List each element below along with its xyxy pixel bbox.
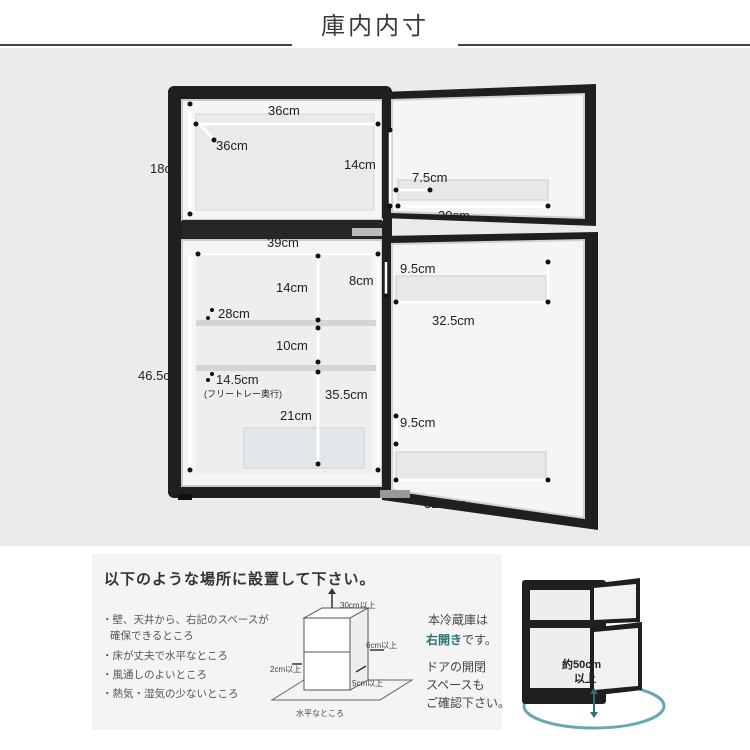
install-condition-1b: 確保できるところ — [110, 630, 194, 642]
freezer-door-height-label: 14cm — [344, 157, 376, 172]
fridge-right-height-label: 35.5cm — [325, 387, 368, 402]
shelf-2 — [196, 365, 376, 371]
door-note-line4: スペースも — [426, 678, 485, 692]
door-note-line2: 右開きです。 — [426, 631, 497, 648]
fridge-door-pocket-2 — [395, 451, 547, 481]
fridge-pocket2-depth-label: 9.5cm — [400, 415, 436, 430]
fridge-shelf1-height-label: 14cm — [276, 280, 308, 295]
door-hinge-bottom — [380, 490, 410, 498]
freezer-door-width-label: 30cm — [438, 208, 470, 223]
back-clearance-arrow — [355, 665, 367, 673]
install-info-box — [92, 554, 502, 730]
title-line-right — [458, 44, 750, 46]
space-label-line2: 以上 — [574, 673, 596, 685]
space-label-line1: 約50cm — [562, 659, 602, 671]
fridge-foot-left — [178, 494, 192, 500]
measure-dots — [187, 101, 551, 483]
freezer-inner — [195, 113, 375, 211]
fridge-total-height-label: 46.5cm — [138, 368, 181, 383]
fridge-tray-depth-label: 14.5cm — [216, 372, 259, 387]
fridge-pocket-top-label: 8cm — [349, 273, 374, 288]
fridge-pocket1-depth-label: 9.5cm — [400, 261, 436, 276]
freezer-depth-label: 36cm — [216, 138, 248, 153]
install-condition-3: ・風通しのよいところ — [102, 669, 207, 681]
fridge-shelf2-height-label: 10cm — [276, 338, 308, 353]
mini-fridge-side — [349, 607, 369, 691]
door-direction-bold: 右開き — [426, 633, 463, 647]
fridge-shelf1-depth-label: 28cm — [218, 306, 250, 321]
measure-lines — [188, 104, 550, 482]
clearance-right-label: 6cm以上 — [366, 641, 398, 650]
fridge-door-inner — [391, 238, 585, 520]
hinge — [352, 228, 382, 236]
shelf-1 — [196, 320, 376, 326]
floor-label: 水平なところ — [296, 709, 344, 718]
crisper-tray — [243, 427, 365, 469]
install-condition-4: ・熱気・湿気の少ないところ — [102, 688, 239, 700]
door-note-suffix: です。 — [462, 633, 497, 647]
install-condition-1: ・壁、天井から、右記のスペースが — [102, 614, 269, 626]
compartment-divider — [182, 220, 382, 240]
install-heading: 以下のような場所に設置して下さい。 — [104, 571, 376, 588]
clearance-left-label: 2cm以上 — [270, 665, 302, 674]
fridge-tray-note: (フリートレー奥行) — [204, 389, 282, 399]
fridge-width-label: 39cm — [267, 235, 299, 250]
door-note-line5: ご確認下さい。 — [426, 696, 511, 710]
header: 庫内内寸 — [0, 0, 750, 48]
fridge-door-width1-label: 32.5cm — [432, 313, 475, 328]
title-line-left — [0, 44, 292, 46]
clearance-top-label: 30cm以上 — [340, 601, 376, 610]
page-title: 庫内内寸 — [321, 13, 429, 40]
floor-plane — [270, 679, 414, 701]
freezer-pocket-depth-label: 7.5cm — [412, 170, 448, 185]
fridge-door-width2-label: 32.5cm — [424, 496, 467, 511]
clearance-back-label: 5cm以上 — [352, 679, 384, 688]
door-note-line3: ドアの開閉 — [426, 660, 487, 674]
door-note-line1: 本冷蔵庫は — [428, 613, 489, 627]
freezer-width-label: 36cm — [268, 103, 300, 118]
fridge-bottom-height-label: 21cm — [280, 408, 312, 423]
freezer-height-label: 18cm — [150, 161, 182, 176]
install-condition-2: ・床が丈夫で水平なところ — [102, 650, 228, 662]
